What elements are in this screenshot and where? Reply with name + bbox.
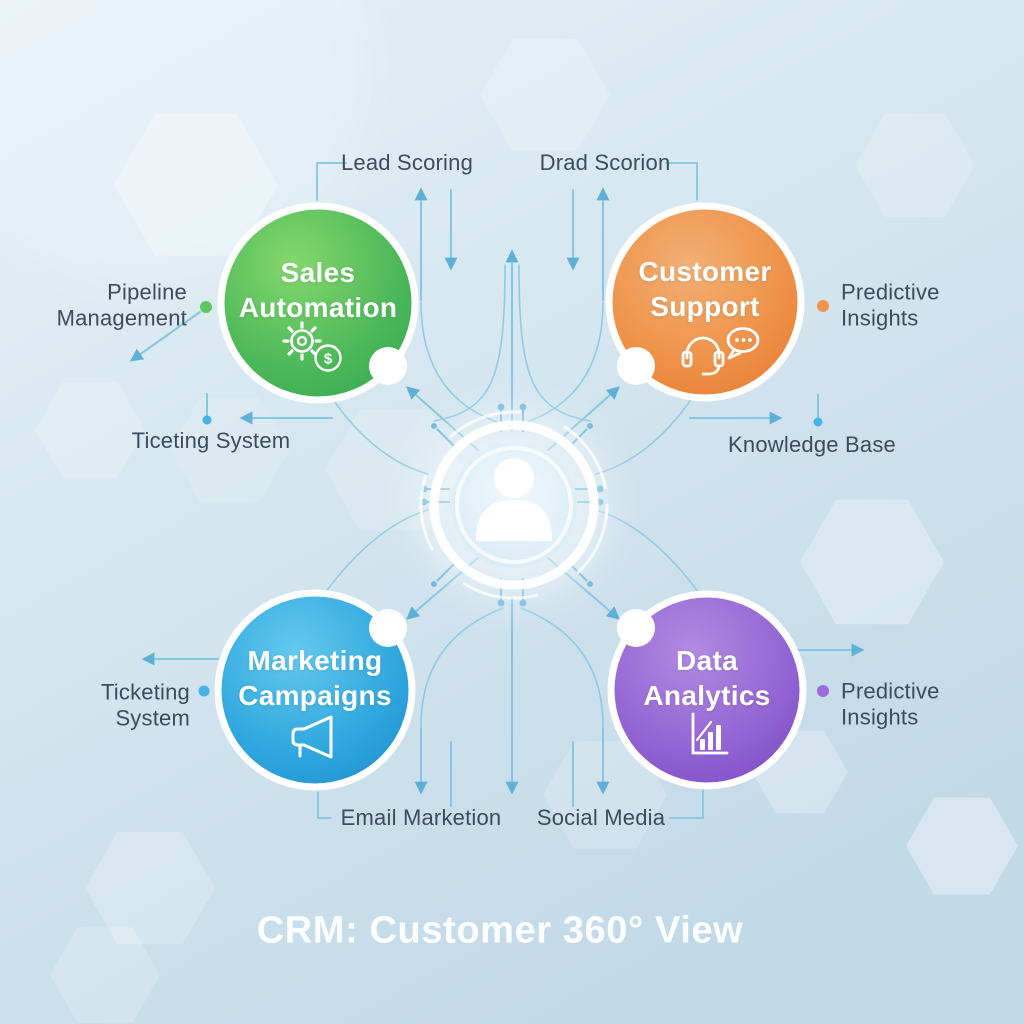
node-title-line: Sales (280, 257, 356, 288)
center-hub (418, 409, 610, 601)
gear-dollar-icon: $ (282, 321, 342, 372)
page-title: CRM: Customer 360° View (256, 909, 744, 952)
label-email-marketion: Email Marketion (340, 804, 502, 830)
node-title-line: Analytics (643, 680, 771, 711)
orange-dot (817, 300, 829, 312)
label-social-media: Social Media (536, 804, 666, 830)
label-drad-scorion: Drad Scorion (539, 149, 671, 175)
blue-dot (202, 415, 212, 425)
purple-dot (817, 685, 829, 697)
hexagon-pattern (35, 39, 1018, 1023)
badge-circle (617, 347, 655, 385)
label-lead-scoring: Lead Scoring (340, 149, 474, 175)
label-pipeline-management: Pipeline Management (56, 279, 187, 331)
label-knowledge-base: Knowledge Base (728, 431, 896, 457)
node-title-line: Customer (638, 256, 772, 287)
person-icon (476, 458, 552, 541)
bar-chart-icon (691, 712, 729, 755)
badge-circle (617, 609, 655, 647)
node-title-line: Support (650, 291, 760, 322)
label-ticketing-system: Ticketing System (100, 679, 190, 731)
node-title-line: Automation (238, 292, 398, 323)
node-title-customer-support: Customer Support (638, 254, 771, 324)
sales-automation-circle (217, 202, 419, 404)
headset-chat-icon (681, 327, 760, 376)
node-title-marketing-campaigns: Marketing Campaigns (238, 643, 392, 713)
label-ticeting-system: Ticeting System (131, 427, 291, 453)
node-title-line: Marketing (247, 645, 383, 676)
badge-circle (369, 609, 407, 647)
label-predictive-insights-bottom: Predictive Insights (841, 678, 940, 730)
node-title-line: Data (676, 645, 738, 676)
label-dots (198, 300, 829, 697)
node-title-sales-automation: Sales Automation (239, 255, 398, 325)
data-analytics-circle (607, 590, 807, 790)
green-dot (200, 301, 212, 313)
node-title-line: Campaigns (238, 680, 392, 711)
svg-text:$: $ (324, 351, 333, 368)
node-title-data-analytics: Data Analytics (643, 643, 770, 713)
badge-circle (369, 347, 407, 385)
blue-dot (813, 417, 823, 427)
megaphone-icon (291, 715, 333, 759)
label-predictive-insights-top: Predictive Insights (841, 279, 940, 331)
blue-dot (198, 685, 210, 697)
marketing-campaigns-circle (214, 589, 416, 791)
